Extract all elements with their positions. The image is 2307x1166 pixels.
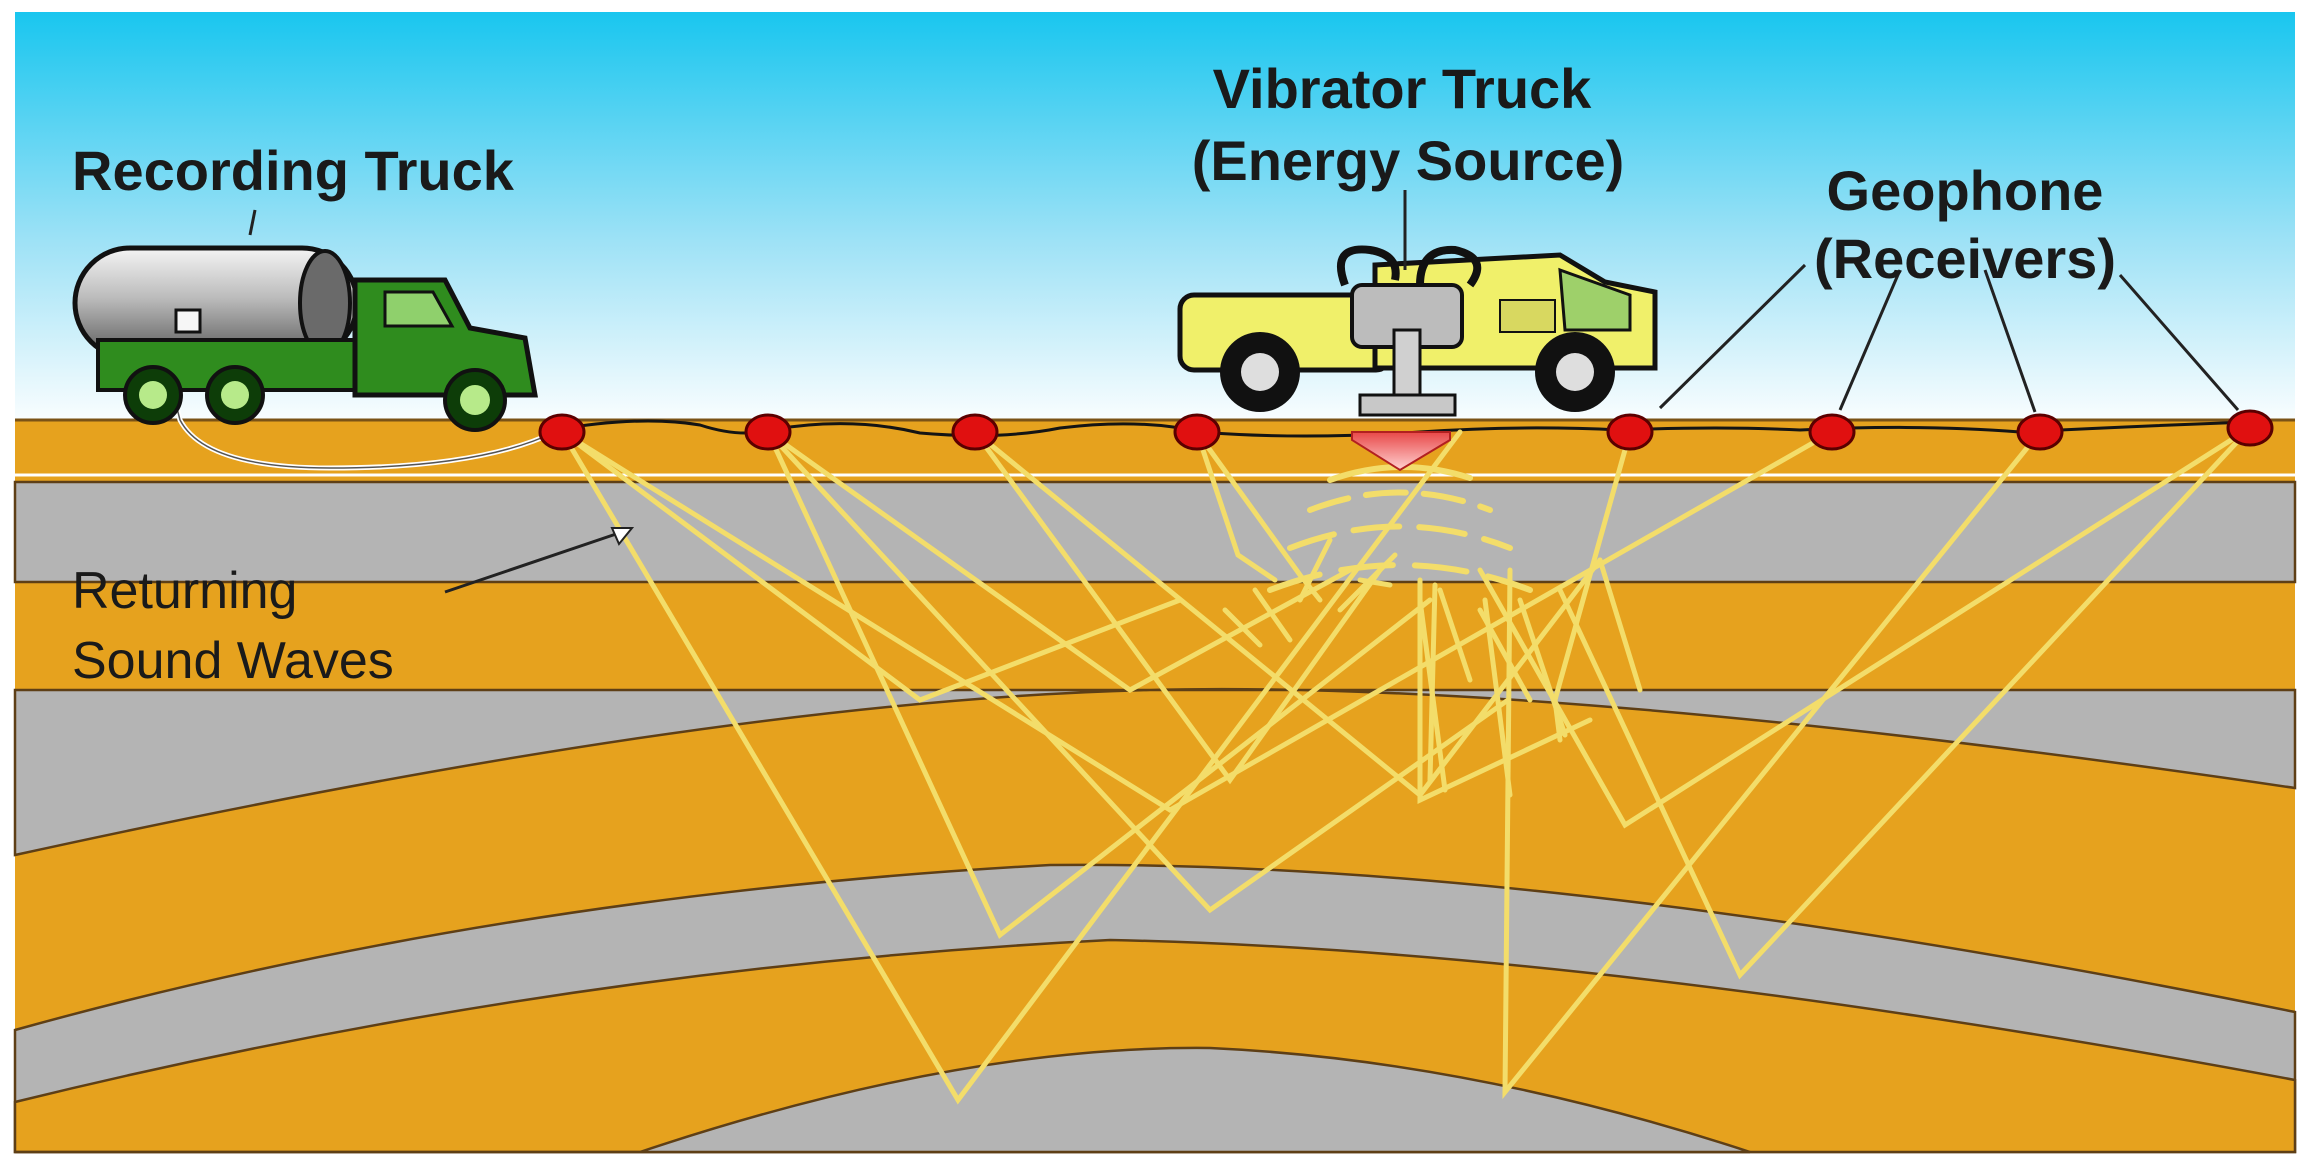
recording-truck-icon [72,245,538,432]
rock-layers [13,418,2297,1154]
geophone-2 [744,413,792,451]
rock-layer-gray-2 [13,687,2297,857]
sound-wave-rays [559,425,2253,1105]
rock-layer-orange-1 [13,938,2297,1154]
rock-layer-gray-4 [15,1046,1751,1154]
vibrator-truck-icon [1177,245,1658,417]
label-geophone: Geophone [1827,159,2104,222]
geophone-6 [1808,413,1856,451]
label-receivers: (Receivers) [1814,227,2116,290]
label-sound-waves: Sound Waves [72,632,394,690]
geophone-7 [2016,413,2064,451]
label-leaders [248,190,2240,594]
leader-arrowhead [610,527,635,546]
label-returning: Returning [72,562,297,620]
geophone-1 [538,413,586,451]
rock-layer-gray-1 [13,480,2297,584]
label-recording-truck: Recording Truck [72,139,515,202]
label-vibrator-truck: Vibrator Truck [1213,57,1593,120]
geophone-3 [951,413,999,451]
energy-waves [1267,463,1533,593]
geophones [538,409,2274,451]
geophone-4 [1173,413,1221,451]
geophone-5 [1606,413,1654,451]
geophone-8 [2226,409,2274,447]
energy-arrow [1351,431,1451,472]
label-energy-source: (Energy Source) [1192,129,1625,192]
